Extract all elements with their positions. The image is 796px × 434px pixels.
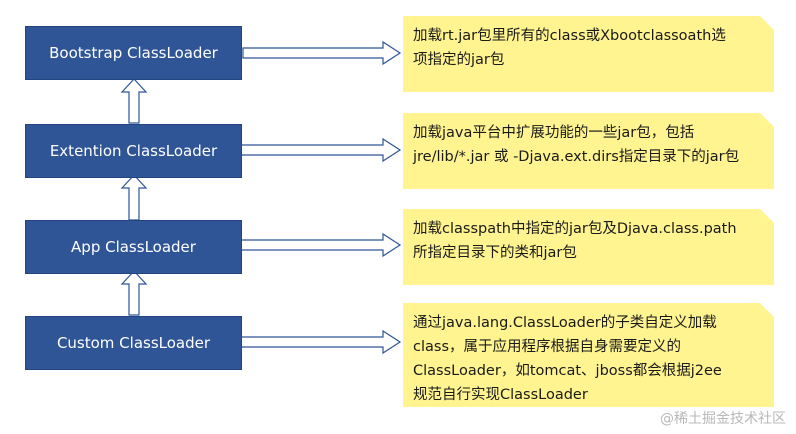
up-arrow-1 <box>120 78 148 124</box>
note-line: 加载classpath中指定的jar包及Djava.class.path <box>413 221 737 237</box>
up-arrow-3 <box>120 270 148 316</box>
bootstrap-classloader-box: Bootstrap ClassLoader <box>25 26 242 80</box>
bootstrap-classloader-label: Bootstrap ClassLoader <box>49 44 218 62</box>
app-note: 加载classpath中指定的jar包及Djava.class.path 所指定… <box>403 209 774 285</box>
watermark: @稀土掘金技术社区 <box>660 411 786 427</box>
custom-classloader-box: Custom ClassLoader <box>25 316 242 370</box>
right-arrow-1 <box>242 40 402 66</box>
note-line: 规范自行实现ClassLoader <box>413 387 588 403</box>
note-line: 通过java.lang.ClassLoader的子类自定义加载 <box>413 315 717 331</box>
extention-note: 加载java平台中扩展功能的一些jar包，包括 jre/lib/*.jar 或 … <box>403 113 774 189</box>
right-arrow-4 <box>237 329 402 355</box>
note-line: 加载rt.jar包里所有的class或Xbootclassoath选 <box>413 28 726 44</box>
app-classloader-box: App ClassLoader <box>25 220 242 274</box>
note-line: ClassLoader，如tomcat、jboss都会根据j2ee <box>413 363 722 379</box>
note-line: 项指定的jar包 <box>413 52 505 68</box>
extention-classloader-label: Extention ClassLoader <box>49 142 218 160</box>
up-arrow-2 <box>120 174 148 221</box>
custom-note: 通过java.lang.ClassLoader的子类自定义加载 class，属于… <box>403 303 774 407</box>
note-line: jre/lib/*.jar 或 -Djava.ext.dirs指定目录下的jar… <box>413 149 740 165</box>
custom-classloader-label: Custom ClassLoader <box>56 334 211 352</box>
app-classloader-label: App ClassLoader <box>71 238 196 256</box>
note-line: class，属于应用程序根据自身需要定义的 <box>413 339 681 355</box>
right-arrow-3 <box>237 232 402 258</box>
note-line: 所指定目录下的类和jar包 <box>413 245 577 261</box>
extention-classloader-box: Extention ClassLoader <box>25 124 242 178</box>
note-line: 加载java平台中扩展功能的一些jar包，包括 <box>413 125 695 141</box>
right-arrow-2 <box>237 137 402 163</box>
bootstrap-note: 加载rt.jar包里所有的class或Xbootclassoath选 项指定的j… <box>403 16 774 92</box>
